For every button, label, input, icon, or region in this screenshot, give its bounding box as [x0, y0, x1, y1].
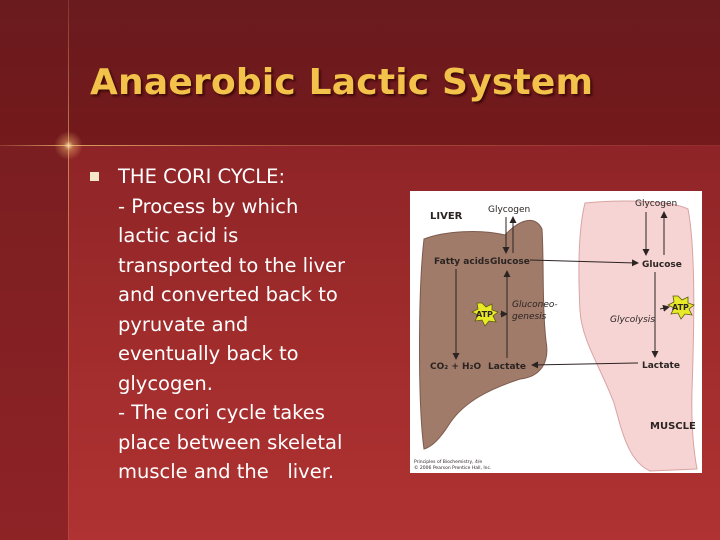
arrow-lactate-to-liver	[531, 361, 639, 369]
co2-h2o-label: CO₂ + H₂O	[430, 362, 481, 372]
bullet-line: and converted back to	[118, 283, 338, 306]
bullet-line: - The cori cycle takes	[118, 401, 325, 424]
decorative-sparkle	[50, 127, 87, 164]
bullet-line: place between skeletal	[118, 430, 343, 454]
arrow-glycolysis-atp	[659, 304, 670, 312]
glycogen-muscle-label: Glycogen	[635, 199, 677, 209]
atp-muscle-text: ATP	[672, 303, 689, 312]
decorative-vertical-line	[68, 0, 69, 540]
liver-shape	[419, 220, 548, 450]
cori-cycle-figure: LIVER Glycogen Fatty acids Glucose Gluco…	[410, 191, 702, 473]
decorative-horizontal-line	[0, 145, 720, 146]
figure-credit-line1: Principles of Biochemistry, 4/e	[414, 459, 482, 465]
glucose-muscle-label: Glucose	[642, 260, 682, 270]
glycogen-liver-label: Glycogen	[488, 205, 530, 215]
atp-liver-text: ATP	[476, 310, 493, 319]
glucose-liver-label: Glucose	[490, 257, 530, 267]
bullet-line: THE CORI CYCLE:	[118, 165, 286, 188]
bullet-line: eventually back to	[118, 342, 299, 365]
gluconeogenesis-line1: Gluconeo-	[512, 300, 558, 310]
bullet-line: transported to the liver	[118, 253, 346, 277]
arrow-glucose-to-muscle	[529, 259, 639, 267]
bullet-line: pyruvate and	[118, 312, 249, 336]
pathway-arrows	[452, 211, 670, 369]
bullet-line: muscle and the liver.	[118, 460, 335, 483]
bullet-text: THE CORI CYCLE: - Process by which lacti…	[118, 162, 398, 487]
muscle-label: MUSCLE	[650, 421, 696, 432]
bullet-line: lactic acid is	[118, 224, 239, 247]
muscle-shape	[578, 200, 698, 472]
slide-title: Anaerobic Lactic System	[90, 62, 594, 103]
bullet-marker-icon	[90, 172, 99, 181]
title-band	[0, 0, 720, 145]
lactate-muscle-label: Lactate	[642, 361, 680, 371]
liver-label: LIVER	[430, 211, 463, 222]
cori-cycle-diagram: LIVER Glycogen Fatty acids Glucose Gluco…	[414, 199, 698, 472]
glycolysis-label: Glycolysis	[610, 315, 655, 325]
left-strip	[0, 145, 68, 540]
bullet-line: glycogen.	[118, 371, 213, 395]
fatty-acids-label: Fatty acids	[434, 257, 490, 267]
bullet-line: - Process by which	[118, 194, 299, 218]
lactate-liver-label: Lactate	[488, 362, 526, 372]
figure-credit-line2: © 2006 Pearson Prentice Hall, Inc.	[414, 464, 491, 471]
atp-badge-muscle: ATP	[667, 295, 695, 320]
gluconeogenesis-line2: genesis	[512, 312, 547, 322]
atp-badge-liver: ATP	[471, 302, 499, 327]
